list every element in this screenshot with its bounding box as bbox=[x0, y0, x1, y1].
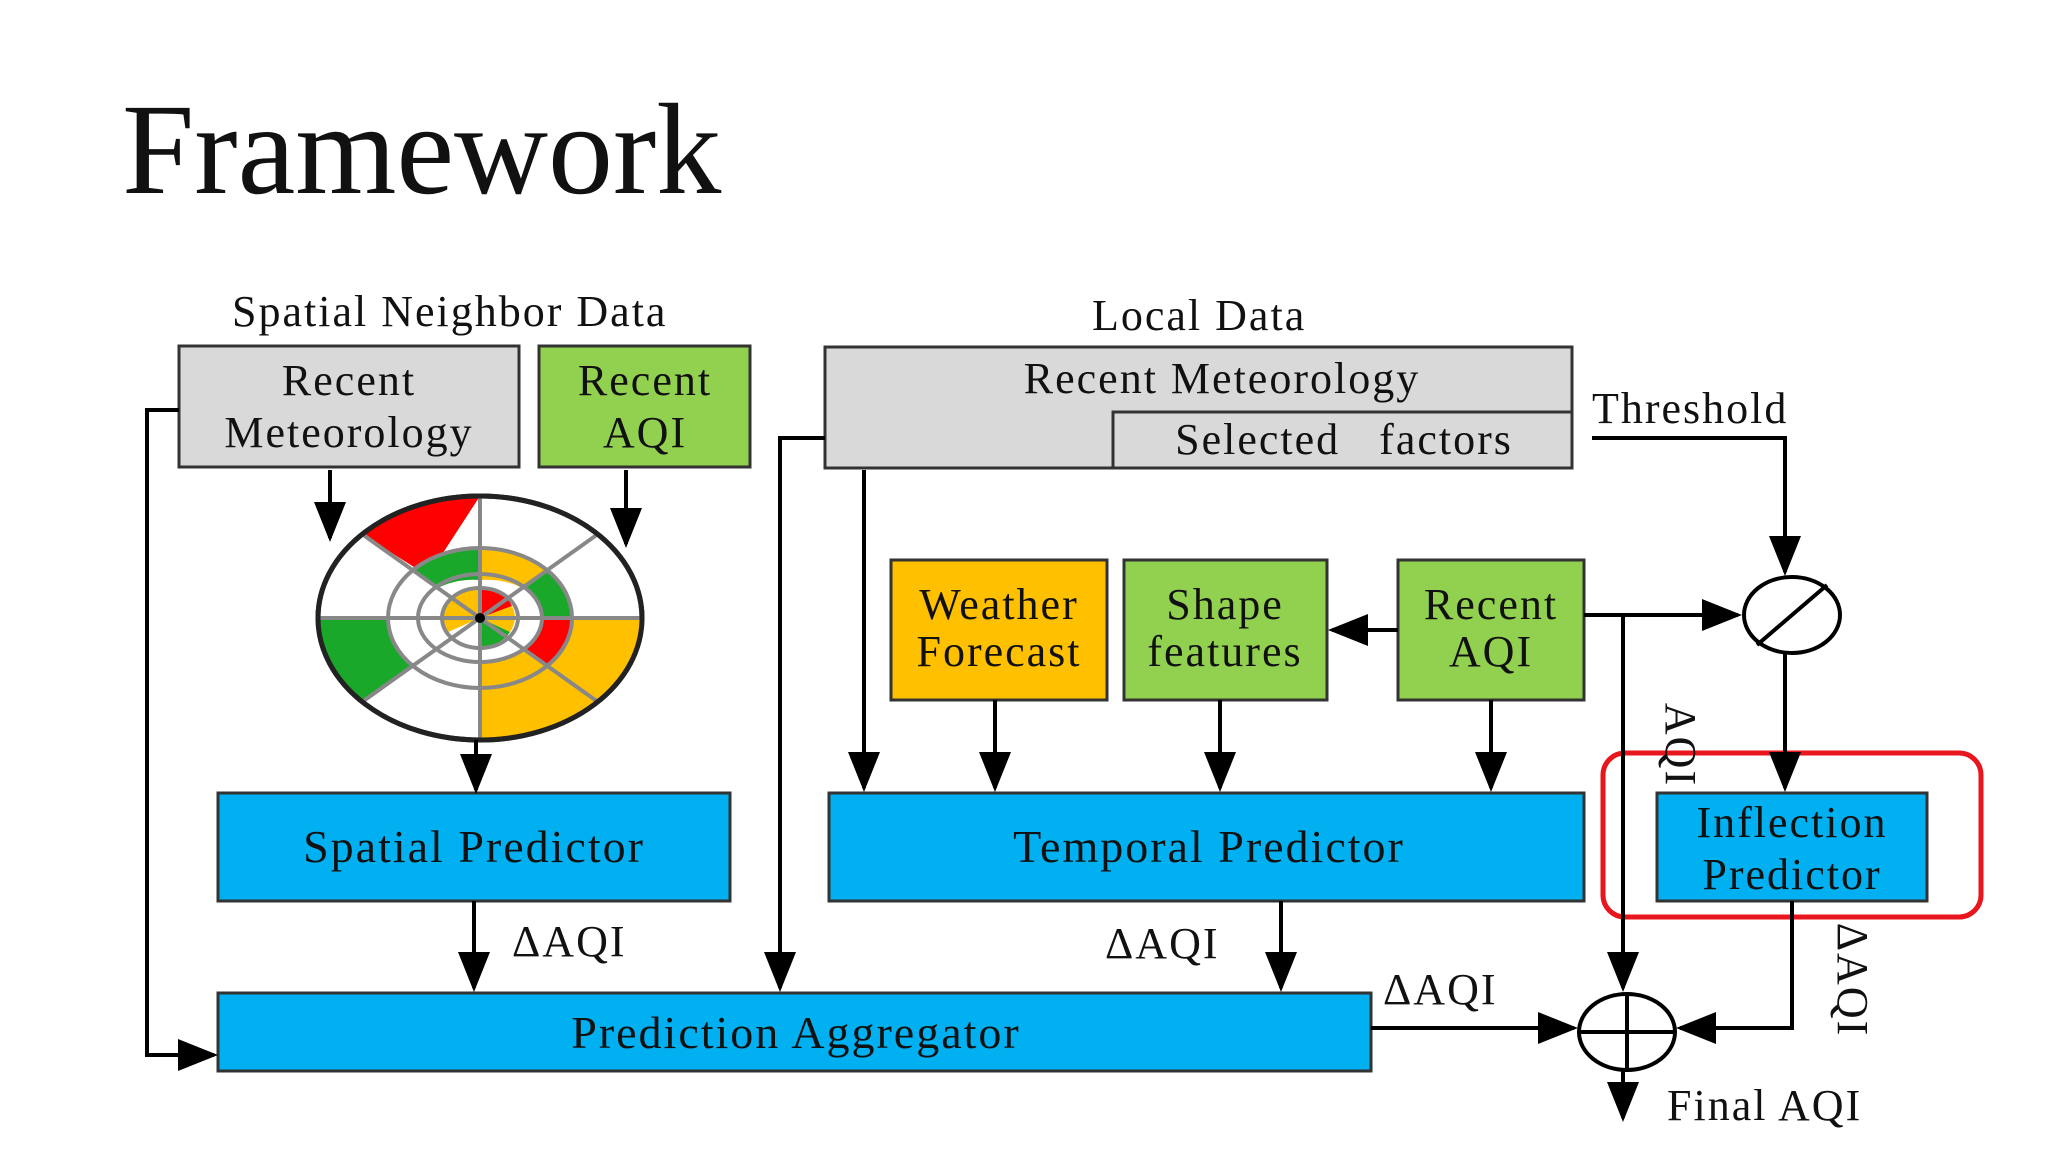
connectors bbox=[145, 408, 1801, 1122]
delta-aqi-spatial-label: ΔAQI bbox=[512, 917, 627, 966]
spatial-meteorology-line2: Meteorology bbox=[224, 408, 473, 457]
aqi-vertical-label: AQI bbox=[1656, 703, 1705, 787]
local-data-label: Local Data bbox=[1092, 291, 1306, 340]
final-aqi-label: Final AQI bbox=[1667, 1081, 1862, 1130]
temporal-predictor-label: Temporal Predictor bbox=[1013, 821, 1405, 872]
local-recent-meteorology-box: Recent Meteorology Selected factors bbox=[823, 345, 1574, 470]
local-aqi-line1: Recent bbox=[1424, 580, 1558, 629]
delta-aqi-temporal-label: ΔAQI bbox=[1105, 919, 1220, 968]
weather-forecast-line2: Forecast bbox=[916, 627, 1081, 676]
selected-factors-label: Selected factors bbox=[1175, 415, 1513, 464]
slide-title: Framework bbox=[122, 78, 721, 222]
spatial-predictor-box: Spatial Predictor bbox=[216, 791, 732, 903]
inflection-predictor-line2: Predictor bbox=[1702, 850, 1881, 899]
spatial-aqi-line2: AQI bbox=[603, 408, 687, 457]
divide-operator-icon bbox=[1742, 575, 1842, 655]
sum-operator-icon bbox=[1577, 992, 1677, 1072]
local-aqi-line2: AQI bbox=[1449, 627, 1533, 676]
threshold-label: Threshold bbox=[1592, 384, 1788, 433]
prediction-aggregator-box: Prediction Aggregator bbox=[216, 991, 1373, 1073]
spatial-neighbor-data-label: Spatial Neighbor Data bbox=[232, 287, 667, 336]
spatial-aqi-line1: Recent bbox=[578, 356, 712, 405]
shape-features-line2: features bbox=[1147, 627, 1302, 676]
temporal-predictor-box: Temporal Predictor bbox=[827, 791, 1586, 903]
weather-forecast-line1: Weather bbox=[919, 580, 1078, 629]
inflection-predictor-line1: Inflection bbox=[1696, 798, 1887, 847]
spatial-predictor-label: Spatial Predictor bbox=[303, 821, 645, 872]
selected-factors-box bbox=[1111, 410, 1574, 470]
shape-features-box: Shape features bbox=[1122, 558, 1329, 702]
weather-forecast-box: Weather Forecast bbox=[889, 558, 1109, 702]
spatial-meteorology-line1: Recent bbox=[282, 356, 416, 405]
inflection-predictor-box: Inflection Predictor bbox=[1655, 791, 1929, 903]
prediction-aggregator-label: Prediction Aggregator bbox=[571, 1007, 1021, 1058]
spatial-wheel-icon bbox=[315, 493, 645, 743]
delta-aqi-aggregator-label: ΔAQI bbox=[1383, 965, 1498, 1014]
spatial-recent-meteorology-box: Recent Meteorology bbox=[177, 344, 521, 469]
local-meteorology-label: Recent Meteorology bbox=[1024, 354, 1420, 403]
shape-features-line1: Shape bbox=[1166, 580, 1284, 629]
local-recent-aqi-box: Recent AQI bbox=[1396, 558, 1586, 702]
spatial-recent-aqi-box: Recent AQI bbox=[537, 344, 752, 469]
delta-aqi-inflection-label: ΔAQI bbox=[1828, 923, 1877, 1038]
